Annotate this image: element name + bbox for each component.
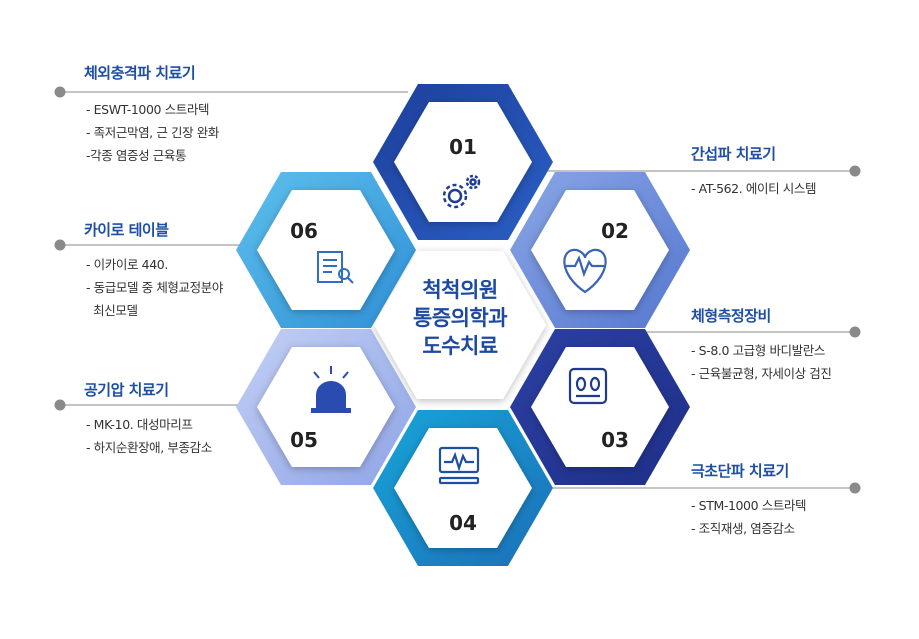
monitor-icon <box>438 446 480 485</box>
hex-number-01: 01 <box>449 135 477 159</box>
hex-number-03: 03 <box>601 428 629 452</box>
device-item: - S-8.0 고급형 바디발란스 <box>691 343 825 358</box>
hex-number-02: 02 <box>601 219 629 243</box>
hex-04: 04 <box>373 410 553 566</box>
device-item: - 이카이로 440. <box>86 257 168 272</box>
center-line-2: 통증의학과 <box>412 306 508 330</box>
device-title-microwave: 극초단파 치료기 <box>691 462 789 480</box>
device-item: - STM-1000 스트라텍 <box>691 498 807 513</box>
device-item: 최신모델 <box>86 303 138 318</box>
device-items-air-pressure: - MK-10. 대성마리프 - 하지순환장애, 부종감소 <box>86 413 212 459</box>
device-items-chiro-table: - 이카이로 440. - 동급모델 중 체형교정분야 최신모델 <box>86 253 223 322</box>
connector-dot-05 <box>54 399 66 411</box>
device-title-body-measure: 체형측정장비 <box>691 307 771 325</box>
hex-number-04: 04 <box>449 511 477 535</box>
hex-number-06: 06 <box>290 219 318 243</box>
device-title-air-pressure: 공기압 치료기 <box>84 381 169 399</box>
device-item: - 하지순환장애, 부종감소 <box>86 440 212 455</box>
device-item: - AT-562. 에이티 시스템 <box>691 181 817 196</box>
hex-01: 01 <box>373 84 553 240</box>
gears-icon <box>442 174 481 209</box>
hex-02: 02 <box>510 172 690 328</box>
connector-dot-01 <box>54 86 66 98</box>
connector-dot-06 <box>54 239 66 251</box>
center-title: 척척의원 통증의학과 도수치료 <box>380 276 540 360</box>
device-items-body-measure: - S-8.0 고급형 바디발란스 - 근육불균형, 자세이상 검진 <box>691 339 832 385</box>
connector-dot-04 <box>849 482 861 494</box>
device-item: - 근육불균형, 자세이상 검진 <box>691 366 832 381</box>
device-item: - 족저근막염, 근 긴장 완화 <box>86 125 219 140</box>
connector-dot-03 <box>849 326 861 338</box>
center-line-3: 도수치료 <box>422 334 498 358</box>
device-item: - MK-10. 대성마리프 <box>86 417 193 432</box>
device-item: - ESWT-1000 스트라텍 <box>86 102 210 117</box>
body-scale-icon <box>568 367 608 405</box>
device-items-shockwave: - ESWT-1000 스트라텍 - 족저근막염, 근 긴장 완화 -각종 염증… <box>86 98 219 167</box>
device-item: - 조직재생, 염증감소 <box>691 521 795 536</box>
device-items-microwave: - STM-1000 스트라텍 - 조직재생, 염증감소 <box>691 494 807 540</box>
device-title-shockwave: 체외충격파 치료기 <box>84 64 196 82</box>
device-item: - 동급모델 중 체형교정분야 <box>86 280 223 295</box>
hex-03: 03 <box>510 329 690 485</box>
heartbeat-icon <box>563 248 607 294</box>
document-search-icon <box>317 251 354 284</box>
center-line-1: 척척의원 <box>422 278 498 302</box>
alarm-light-icon <box>311 366 351 413</box>
device-item: -각종 염증성 근육통 <box>86 148 187 163</box>
connector-lines <box>54 86 861 494</box>
device-title-interferential: 간섭파 치료기 <box>691 145 776 163</box>
device-items-interferential: - AT-562. 에이티 시스템 <box>691 177 816 200</box>
hex-06: 06 <box>236 172 416 328</box>
center-hex <box>374 251 546 399</box>
hex-number-05: 05 <box>290 428 318 452</box>
hex-05: 05 <box>236 329 416 485</box>
connector-dot-02 <box>849 165 861 177</box>
device-title-chiro-table: 카이로 테이블 <box>84 221 169 239</box>
